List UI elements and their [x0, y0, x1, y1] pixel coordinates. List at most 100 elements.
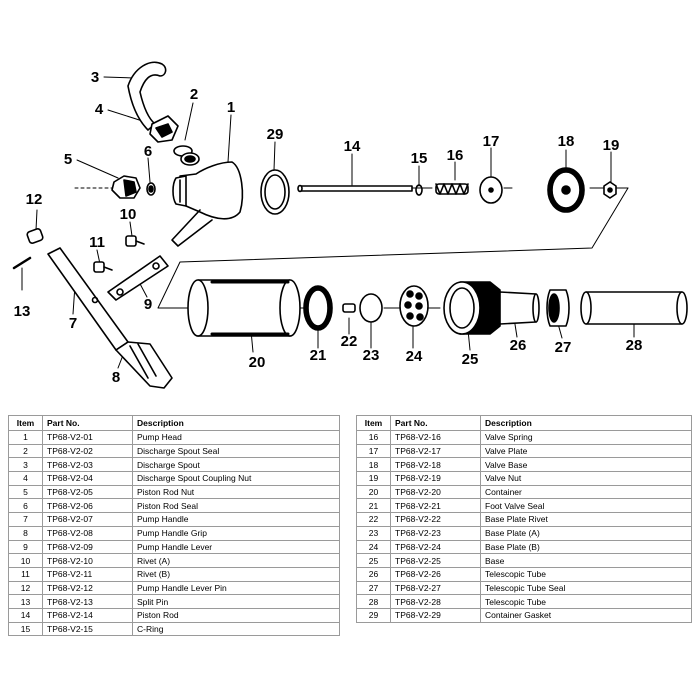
- cell-description: Valve Base: [480, 457, 692, 473]
- part-container-gasket: [260, 169, 290, 215]
- callout-29: 29: [267, 126, 284, 143]
- cell-item: 13: [8, 594, 43, 609]
- callout-7: 7: [69, 315, 77, 332]
- cell-item: 6: [8, 498, 43, 514]
- callout-23: 23: [363, 347, 380, 364]
- part-rivet-a: [125, 235, 145, 247]
- part-base: [443, 281, 501, 335]
- callout-13: 13: [14, 303, 31, 320]
- cell-part-no: TP68-V2-25: [390, 553, 481, 568]
- cell-part-no: TP68-V2-01: [42, 430, 133, 445]
- cell-part-no: TP68-V2-19: [390, 471, 481, 486]
- cell-description: Telescopic Tube Seal: [480, 580, 692, 596]
- cell-item: 1: [8, 430, 43, 445]
- cell-part-no: TP68-V2-15: [42, 621, 133, 637]
- cell-part-no: TP68-V2-06: [42, 498, 133, 514]
- callout-18: 18: [558, 133, 575, 150]
- cell-part-no: TP68-V2-13: [42, 594, 133, 609]
- cell-part-no: TP68-V2-07: [42, 512, 133, 527]
- cell-part-no: TP68-V2-22: [390, 512, 481, 527]
- callout-26: 26: [510, 337, 527, 354]
- header-item: Item: [356, 415, 391, 431]
- cell-item: 14: [8, 607, 43, 623]
- callout-22: 22: [341, 333, 358, 350]
- cell-description: Container: [480, 484, 692, 500]
- part-pump-handle-lever-pin: [26, 228, 44, 244]
- cell-item: 18: [356, 457, 391, 473]
- callout-14: 14: [344, 138, 361, 155]
- cell-description: Foot Valve Seal: [480, 498, 692, 514]
- cell-item: 7: [8, 512, 43, 527]
- cell-description: Valve Spring: [480, 430, 692, 445]
- cell-description: Telescopic Tube: [480, 594, 692, 609]
- cell-description: Pump Handle Lever: [132, 539, 340, 555]
- cell-item: 29: [356, 607, 391, 623]
- cell-description: Split Pin: [132, 594, 340, 609]
- cell-item: 23: [356, 525, 391, 541]
- cell-description: Rivet (B): [132, 566, 340, 582]
- cell-description: Telescopic Tube: [480, 566, 692, 582]
- cell-part-no: TP68-V2-09: [42, 539, 133, 555]
- callout-8: 8: [112, 369, 120, 386]
- exploded-parts-diagram: 1 2 3 4 5 6 7 8 9 10 11 12 13 14 15 16 1…: [12, 61, 688, 389]
- cell-part-no: TP68-V2-10: [42, 553, 133, 568]
- callout-11: 11: [89, 234, 105, 251]
- part-container: [187, 279, 301, 337]
- cell-part-no: TP68-V2-18: [390, 457, 481, 473]
- cell-item: 26: [356, 566, 391, 582]
- part-valve-nut: [603, 181, 617, 199]
- header-description: Description: [480, 415, 692, 431]
- cell-part-no: TP68-V2-29: [390, 607, 481, 623]
- callout-3: 3: [91, 69, 99, 86]
- cell-part-no: TP68-V2-21: [390, 498, 481, 514]
- callout-21: 21: [310, 347, 327, 364]
- callout-24: 24: [406, 348, 423, 365]
- cell-item: 25: [356, 553, 391, 568]
- cell-description: Valve Nut: [480, 471, 692, 486]
- cell-item: 16: [356, 430, 391, 445]
- part-base-plate-rivet: [342, 303, 356, 313]
- cell-description: Base Plate (A): [480, 525, 692, 541]
- cell-item: 15: [8, 621, 43, 637]
- cell-description: Base: [480, 553, 692, 568]
- part-base-plate-a: [359, 293, 383, 323]
- callout-12: 12: [26, 191, 43, 208]
- cell-description: Piston Rod: [132, 607, 340, 623]
- callout-1: 1: [227, 99, 235, 116]
- callout-19: 19: [603, 137, 620, 154]
- part-piston-rod-nut: [111, 175, 141, 199]
- part-pump-handle-lever: [107, 255, 169, 301]
- cell-item: 2: [8, 443, 43, 459]
- cell-description: Discharge Spout: [132, 457, 340, 473]
- cell-description: Pump Handle: [132, 512, 340, 527]
- leader-lines: [21, 76, 635, 369]
- cell-item: 11: [8, 566, 43, 582]
- part-discharge-spout: [127, 61, 167, 131]
- callout-20: 20: [249, 354, 266, 371]
- part-telescopic-tube-26: [499, 291, 540, 325]
- cell-part-no: TP68-V2-03: [42, 457, 133, 473]
- cell-item: 4: [8, 471, 43, 486]
- callout-2: 2: [190, 86, 198, 103]
- cell-part-no: TP68-V2-12: [42, 580, 133, 596]
- table-header-row: Item Part No. Description: [8, 415, 340, 431]
- cell-item: 8: [8, 525, 43, 541]
- part-valve-plate: [479, 176, 503, 204]
